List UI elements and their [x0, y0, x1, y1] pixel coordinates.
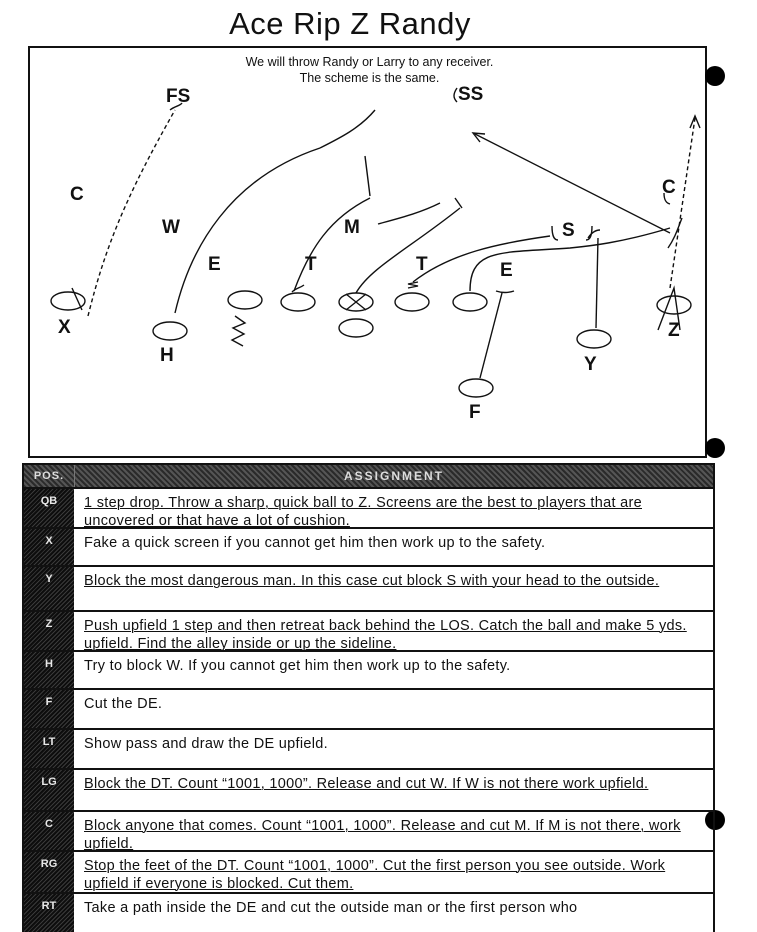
assignment-cell: Block anyone that comes. Count “1001, 10…	[84, 818, 681, 852]
position-cell: QB	[24, 489, 74, 527]
t-left-label: T	[305, 254, 317, 275]
position-cell: X	[24, 529, 74, 565]
h-route	[174, 147, 321, 314]
position-cell: C	[24, 812, 74, 850]
table-row: X Fake a quick screen if you cannot get …	[24, 527, 713, 565]
position-cell: LT	[24, 730, 74, 768]
z-route	[669, 117, 696, 289]
x-label: X	[58, 317, 71, 338]
table-row: QB 1 step drop. Throw a sharp, quick bal…	[24, 487, 713, 529]
position-cell: RT	[24, 894, 74, 932]
play-drawing: FS SS C C W M S E T T E X H Y Z F	[50, 84, 701, 423]
binder-hole	[705, 66, 725, 86]
table-row: Y Block the most dangerous man. In this …	[24, 565, 713, 610]
table-row: F Cut the DE.	[24, 688, 713, 728]
lt-symbol	[227, 290, 263, 310]
x-receiver-symbol	[50, 291, 86, 311]
w-label: W	[162, 217, 180, 238]
assignment-cell: Stop the feet of the DT. Count “1001, 10…	[84, 858, 666, 892]
z-receiver-symbol	[656, 295, 692, 315]
c-route	[355, 207, 461, 294]
assignment-cell: 1 step drop. Throw a sharp, quick ball t…	[84, 495, 642, 529]
assignment-cell: Try to block W. If you cannot get him th…	[84, 658, 511, 674]
table-row: Z Push upfield 1 step and then retreat b…	[24, 610, 713, 652]
assignment-cell: Fake a quick screen if you cannot get hi…	[84, 535, 546, 551]
table-row: C Block anyone that comes. Count “1001, …	[24, 810, 713, 852]
pos-column-header: POS.	[24, 465, 75, 487]
position-cell: Y	[24, 567, 74, 610]
throw-line	[474, 133, 671, 234]
rt-route	[469, 227, 671, 292]
position-cell: H	[24, 652, 74, 688]
y-receiver-symbol	[576, 329, 612, 349]
c-right-label: C	[662, 177, 676, 198]
assignment-table: POS. ASSIGNMENT QB 1 step drop. Throw a …	[22, 463, 715, 932]
fs-label: FS	[166, 86, 190, 107]
table-row: H Try to block W. If you cannot get him …	[24, 650, 713, 688]
rg-route	[412, 235, 551, 283]
y-label: Y	[584, 354, 597, 375]
h-label: H	[160, 345, 174, 366]
binder-hole	[705, 810, 725, 830]
rt-symbol	[452, 292, 488, 312]
f-back-symbol	[458, 378, 494, 398]
page-title: Ace Rip Z Randy	[229, 6, 471, 41]
diagram-note-line-1: We will throw Randy or Larry to any rece…	[245, 55, 494, 69]
f-route	[479, 292, 503, 379]
e-left-label: E	[208, 254, 221, 275]
z-label: Z	[668, 320, 680, 341]
m-label: M	[344, 217, 360, 238]
y-route	[595, 237, 599, 329]
assignment-column-header: ASSIGNMENT	[343, 469, 444, 483]
s-label: S	[562, 220, 575, 241]
f-label: F	[469, 402, 481, 423]
qb-symbol	[338, 318, 374, 338]
play-diagram: We will throw Randy or Larry to any rece…	[28, 46, 707, 458]
position-cell: F	[24, 690, 74, 728]
diagram-note-line-2: The scheme is the same.	[299, 71, 440, 85]
table-row: LT Show pass and draw the DE upfield.	[24, 728, 713, 768]
table-header: POS. ASSIGNMENT	[24, 465, 713, 487]
t-right-label: T	[416, 254, 428, 275]
assignment-cell: Push upfield 1 step and then retreat bac…	[84, 618, 687, 652]
table-row: RT Take a path inside the DE and cut the…	[24, 892, 713, 932]
c-left-label: C	[70, 184, 84, 205]
ss-label: SS	[458, 84, 483, 105]
x-route	[87, 109, 176, 317]
assignment-cell: Block the most dangerous man. In this ca…	[84, 573, 660, 589]
h-back-symbol	[152, 321, 188, 341]
position-cell: LG	[24, 770, 74, 810]
assignment-cell: Take a path inside the DE and cut the ou…	[84, 900, 578, 916]
rg-symbol	[394, 292, 430, 312]
e-right-label: E	[500, 260, 513, 281]
assignment-cell: Block the DT. Count “1001, 1000”. Releas…	[84, 776, 649, 792]
position-cell: RG	[24, 852, 74, 892]
lg-symbol	[280, 292, 316, 312]
binder-hole	[705, 438, 725, 458]
table-row: RG Stop the feet of the DT. Count “1001,…	[24, 850, 713, 892]
assignment-cell: Show pass and draw the DE upfield.	[84, 736, 328, 752]
assignment-cell: Cut the DE.	[84, 696, 163, 712]
position-cell: Z	[24, 612, 74, 650]
table-row: LG Block the DT. Count “1001, 1000”. Rel…	[24, 768, 713, 810]
lg-route	[293, 197, 371, 292]
